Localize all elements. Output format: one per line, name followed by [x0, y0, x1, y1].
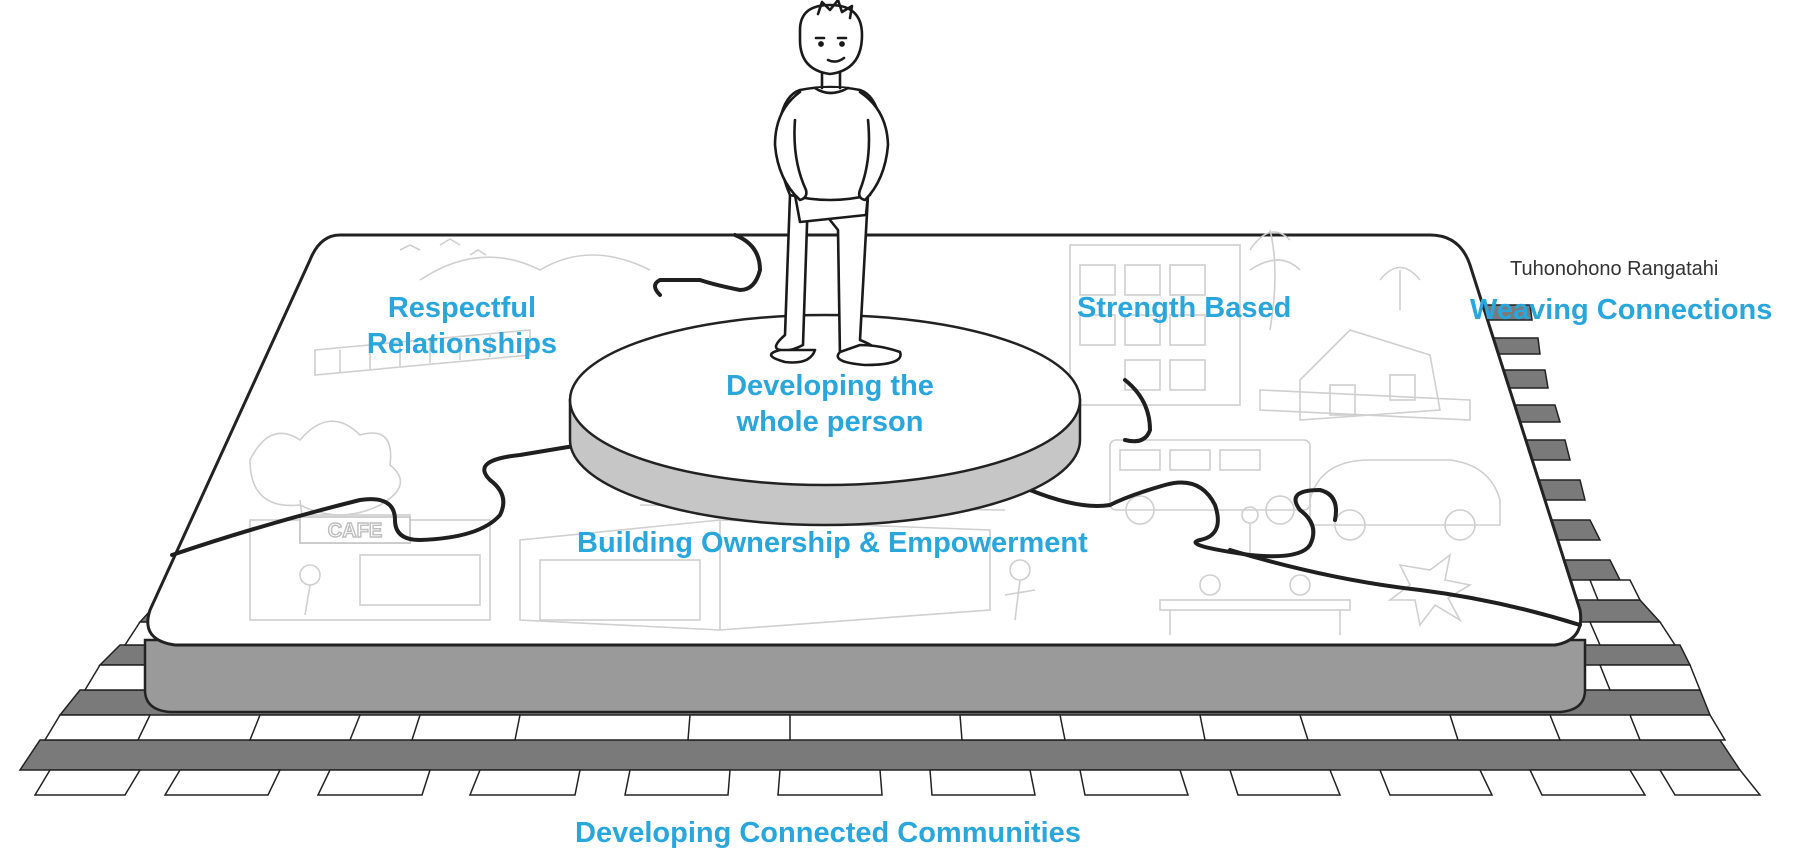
community-scene-sketch	[249, 229, 1501, 635]
label-building-ownership: Building Ownership & Empowerment	[577, 527, 1088, 559]
label-whole-line2: whole person	[736, 406, 924, 439]
label-whole-line1: Developing the	[726, 370, 934, 402]
puzzle-piece-icon	[170, 233, 1582, 627]
label-respectful-relationships: Respectful Relationships	[362, 290, 562, 363]
label-respectful-line2: Relationships	[366, 328, 558, 361]
svg-text:CAFE: CAFE	[328, 520, 382, 542]
brand-subtitle: Tuhonohono Rangatahi	[1510, 258, 1719, 280]
brand-title: Weaving Connections	[1470, 294, 1773, 326]
label-strength-based: Strength Based	[1077, 292, 1292, 324]
round-pedestal-icon	[568, 313, 1082, 527]
cafe-sign: CAFE	[299, 516, 411, 544]
standing-person-icon	[769, 0, 902, 367]
label-developing-whole-person: Developing the whole person	[700, 368, 960, 441]
board-edge	[143, 638, 1587, 714]
label-connected-communities: Developing Connected Communities	[575, 817, 1081, 849]
label-respectful-line1: Respectful	[387, 292, 537, 324]
